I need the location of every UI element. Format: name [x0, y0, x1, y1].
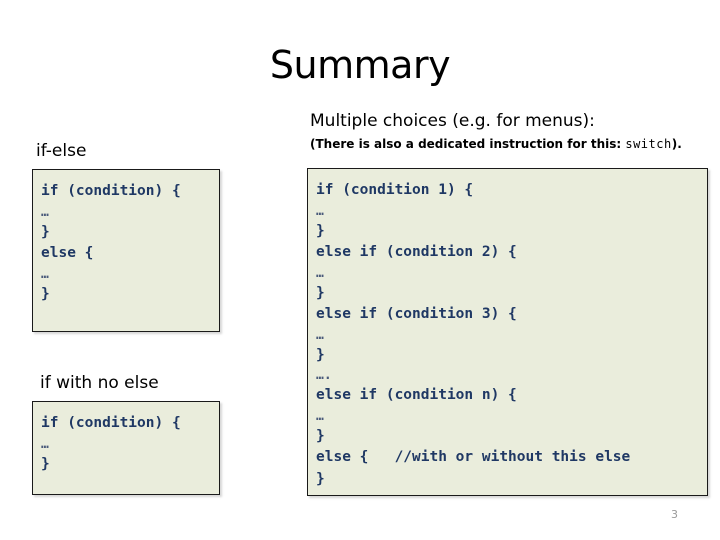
code-line: …: [316, 265, 324, 281]
code-line: }: [316, 222, 325, 239]
code-line: }: [316, 470, 325, 487]
code-line: else if (condition 3) {: [316, 306, 517, 322]
code-line: if (condition 1) {: [316, 182, 474, 198]
code-line: ….: [316, 368, 332, 383]
slide-page-number: 3: [671, 508, 678, 521]
code-line: if (condition) {: [41, 415, 181, 431]
code-line: else if (condition 2) {: [316, 244, 517, 260]
code-line: else if (condition n) {: [316, 387, 517, 403]
code-line: }: [316, 284, 325, 301]
code-line: else {: [41, 245, 94, 261]
code-line: …: [316, 327, 324, 343]
code-line: …: [41, 436, 49, 452]
code-block-if-with-no-else: if (condition) { … }: [32, 401, 220, 495]
section-label-if-with-no-else: if with no else: [40, 373, 159, 393]
section-label-if-else: if-else: [36, 141, 87, 161]
code-line: else { //with or without this else: [316, 449, 631, 465]
section-subheading-switch-note: (There is also a dedicated instruction f…: [310, 136, 682, 152]
code-line: …: [316, 408, 324, 424]
code-line: }: [41, 223, 50, 240]
subheading-suffix-text: ).: [671, 137, 682, 151]
code-line: …: [316, 203, 324, 219]
code-line: …: [41, 266, 49, 282]
code-block-else-if-chain: if (condition 1) { … } else if (conditio…: [307, 168, 708, 496]
code-line: if (condition) {: [41, 183, 181, 199]
code-line: …: [41, 204, 49, 220]
code-line: }: [41, 285, 50, 302]
code-line: }: [316, 346, 325, 363]
code-line: }: [316, 427, 325, 444]
page-title: Summary: [269, 43, 451, 87]
switch-keyword: switch: [625, 137, 672, 151]
code-block-if-else: if (condition) { … } else { … }: [32, 169, 220, 332]
section-heading-multiple-choices: Multiple choices (e.g. for menus):: [310, 111, 595, 131]
code-line: }: [41, 455, 50, 472]
subheading-prefix-text: (There is also a dedicated instruction f…: [310, 137, 626, 151]
